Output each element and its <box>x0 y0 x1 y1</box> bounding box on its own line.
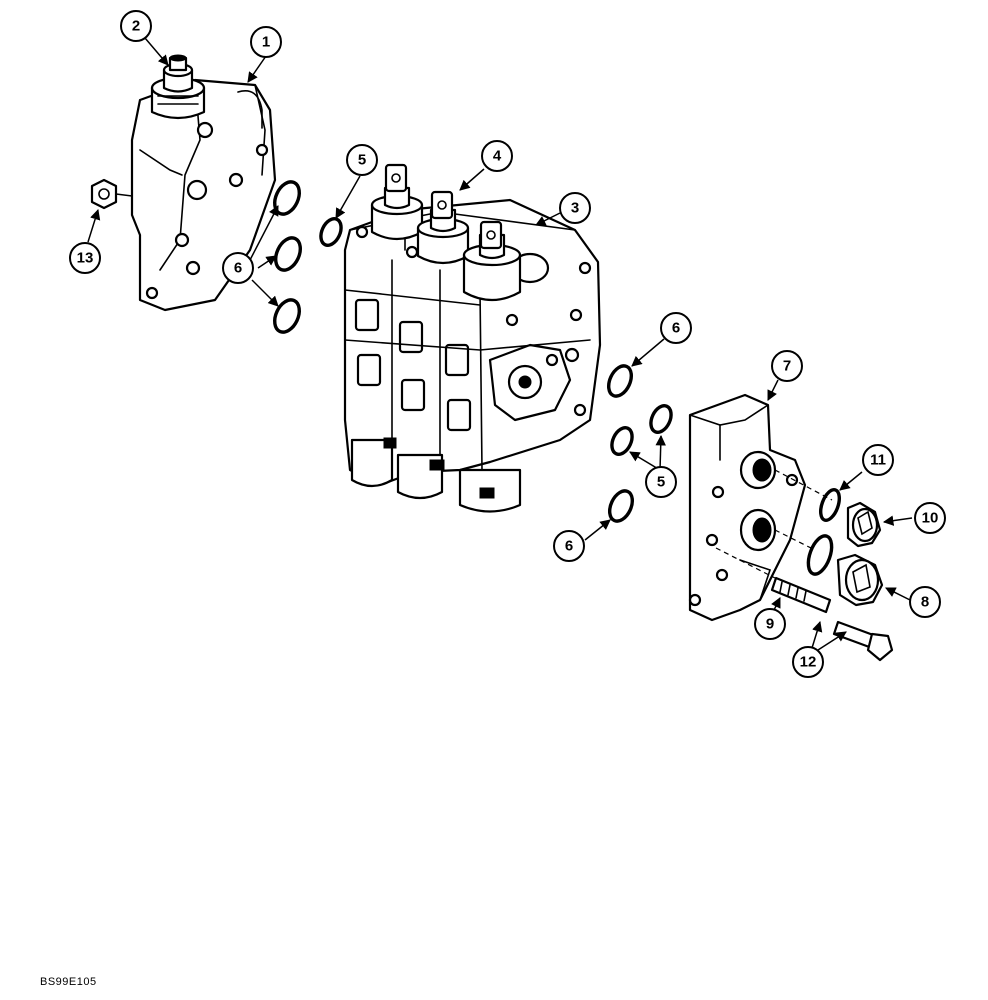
studs-and-bolt <box>770 576 894 662</box>
callout-5-left: 5 <box>346 144 378 176</box>
callout-4: 4 <box>481 140 513 172</box>
svg-text:9: 9 <box>766 616 774 633</box>
svg-text:5: 5 <box>657 474 665 491</box>
svg-text:6: 6 <box>672 320 680 337</box>
svg-text:10: 10 <box>922 510 939 527</box>
inlet-end-cover <box>130 78 277 312</box>
spool-handles <box>370 163 522 302</box>
outlet-end-cover <box>688 393 807 622</box>
callout-10: 10 <box>914 502 946 534</box>
callout-6-right-top: 6 <box>660 312 692 344</box>
svg-text:13: 13 <box>77 250 94 267</box>
callout-7: 7 <box>771 350 803 382</box>
svg-text:4: 4 <box>493 148 502 165</box>
alignment-lines <box>715 469 833 579</box>
callout-11: 11 <box>862 444 894 476</box>
callout-13: 13 <box>69 242 101 274</box>
leader-lines <box>87 37 913 651</box>
callout-12: 12 <box>792 646 824 678</box>
svg-text:2: 2 <box>132 18 140 35</box>
callout-8: 8 <box>909 586 941 618</box>
valve-sections <box>343 198 602 513</box>
o-rings-left <box>273 180 343 334</box>
relief-valve <box>150 54 206 120</box>
plugs-and-seals <box>806 488 884 607</box>
svg-text:6: 6 <box>234 260 242 277</box>
svg-text:6: 6 <box>565 538 573 555</box>
svg-text:1: 1 <box>262 34 270 51</box>
hex-nut <box>90 178 133 210</box>
callout-5-right: 5 <box>645 466 677 498</box>
svg-text:7: 7 <box>783 358 791 375</box>
svg-text:8: 8 <box>921 594 929 611</box>
svg-text:3: 3 <box>571 200 579 217</box>
callout-1: 1 <box>250 26 282 58</box>
callout-2: 2 <box>120 10 152 42</box>
svg-text:12: 12 <box>800 654 817 671</box>
callout-3: 3 <box>559 192 591 224</box>
figure-code: BS99E105 <box>40 976 97 988</box>
svg-text:5: 5 <box>358 152 366 169</box>
svg-text:11: 11 <box>870 452 886 469</box>
callout-6-right-bottom: 6 <box>553 530 585 562</box>
o-rings-right <box>606 364 673 523</box>
callout-6-left: 6 <box>222 252 254 284</box>
callout-9: 9 <box>754 608 786 640</box>
